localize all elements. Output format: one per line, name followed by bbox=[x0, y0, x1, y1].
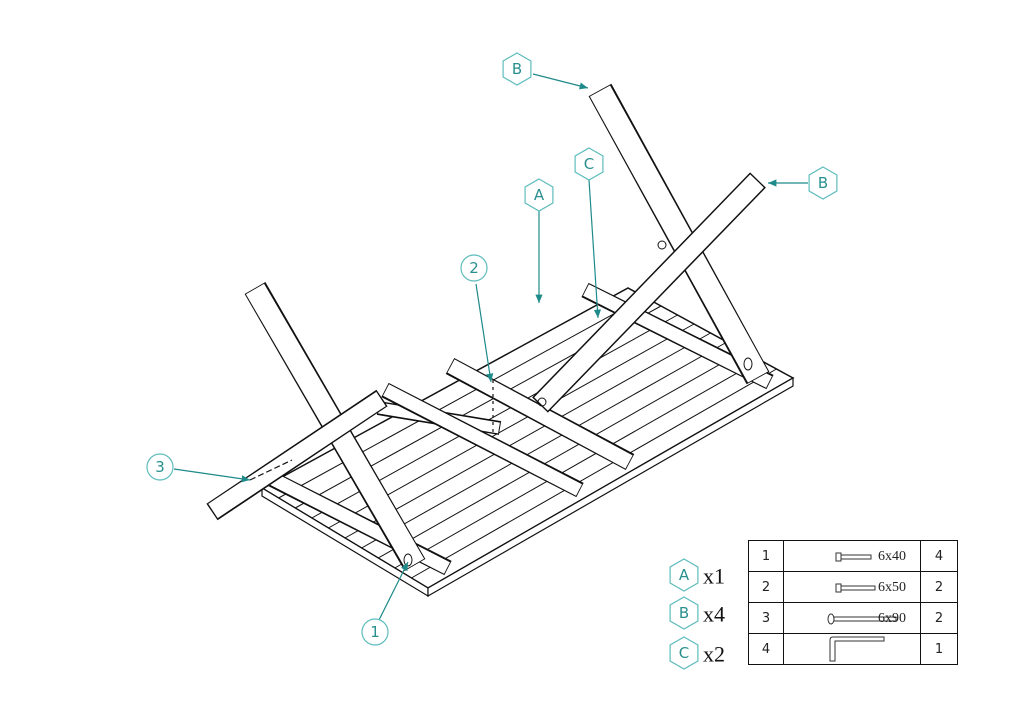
table-row: 1 6x40 4 bbox=[748, 540, 958, 572]
leaders bbox=[173, 73, 808, 621]
long-bolt-icon bbox=[827, 613, 897, 625]
bolt-icon bbox=[835, 583, 876, 593]
slat-line bbox=[377, 350, 744, 559]
hexagon-callout bbox=[669, 596, 699, 630]
item-size: 6x90 bbox=[878, 611, 906, 626]
callout-label: 1 bbox=[370, 623, 380, 641]
item-qty: 1 bbox=[920, 633, 958, 665]
callout-label: B bbox=[512, 60, 522, 78]
hexagon-callout bbox=[808, 166, 838, 200]
item-number: 2 bbox=[748, 571, 784, 603]
item-number: 1 bbox=[748, 540, 784, 572]
bolt-icon bbox=[835, 552, 872, 562]
hexagon-callout bbox=[669, 558, 699, 592]
callout-label: 3 bbox=[155, 458, 165, 476]
aprons bbox=[266, 282, 774, 576]
hexagon-callout bbox=[524, 178, 554, 212]
callout-label: B bbox=[818, 174, 828, 192]
right-leg-frame bbox=[532, 83, 770, 413]
hexagon-callout bbox=[669, 636, 699, 670]
left-leg-frame bbox=[206, 281, 426, 572]
item-number: 3 bbox=[748, 602, 784, 634]
circle-callout-2: 2 bbox=[460, 254, 488, 282]
slat-line bbox=[361, 341, 728, 549]
item-qty: 4 bbox=[920, 540, 958, 572]
part-letter: B bbox=[679, 604, 689, 622]
slat-line bbox=[344, 332, 711, 539]
callout-label: 2 bbox=[469, 259, 479, 277]
item-size: 6x40 bbox=[878, 549, 906, 564]
slat-line bbox=[394, 359, 761, 569]
item-qty: 2 bbox=[920, 602, 958, 634]
table-row: 4 1 bbox=[748, 633, 958, 665]
hexagon-callout bbox=[574, 147, 604, 181]
circle-callout-3: 3 bbox=[146, 453, 174, 481]
slat-line bbox=[328, 323, 695, 529]
slat-line bbox=[278, 296, 645, 499]
circle-callout-1: 1 bbox=[361, 618, 389, 646]
table-row: 3 6x90 2 bbox=[748, 602, 958, 634]
table-row: 2 6x50 2 bbox=[748, 571, 958, 603]
hexagon-callout bbox=[502, 52, 532, 86]
part-letter: C bbox=[679, 644, 689, 662]
item-size: 6x50 bbox=[878, 580, 906, 595]
allen-key-icon bbox=[829, 636, 885, 662]
parts-legend: A x1 B x4 C x2 bbox=[679, 564, 725, 667]
slat-line bbox=[411, 368, 777, 579]
part-qty: x1 bbox=[703, 564, 725, 589]
item-number: 4 bbox=[748, 633, 784, 665]
part-letter: A bbox=[679, 566, 690, 584]
hardware-table: 1 6x40 4 2 6x50 2 3 6x90 2 4 1 bbox=[748, 540, 958, 665]
item-qty: 2 bbox=[920, 571, 958, 603]
part-qty: x2 bbox=[703, 642, 725, 667]
callout-label: C bbox=[584, 155, 594, 173]
screws bbox=[249, 380, 494, 481]
callout-label: A bbox=[534, 186, 545, 204]
part-qty: x4 bbox=[703, 602, 725, 627]
